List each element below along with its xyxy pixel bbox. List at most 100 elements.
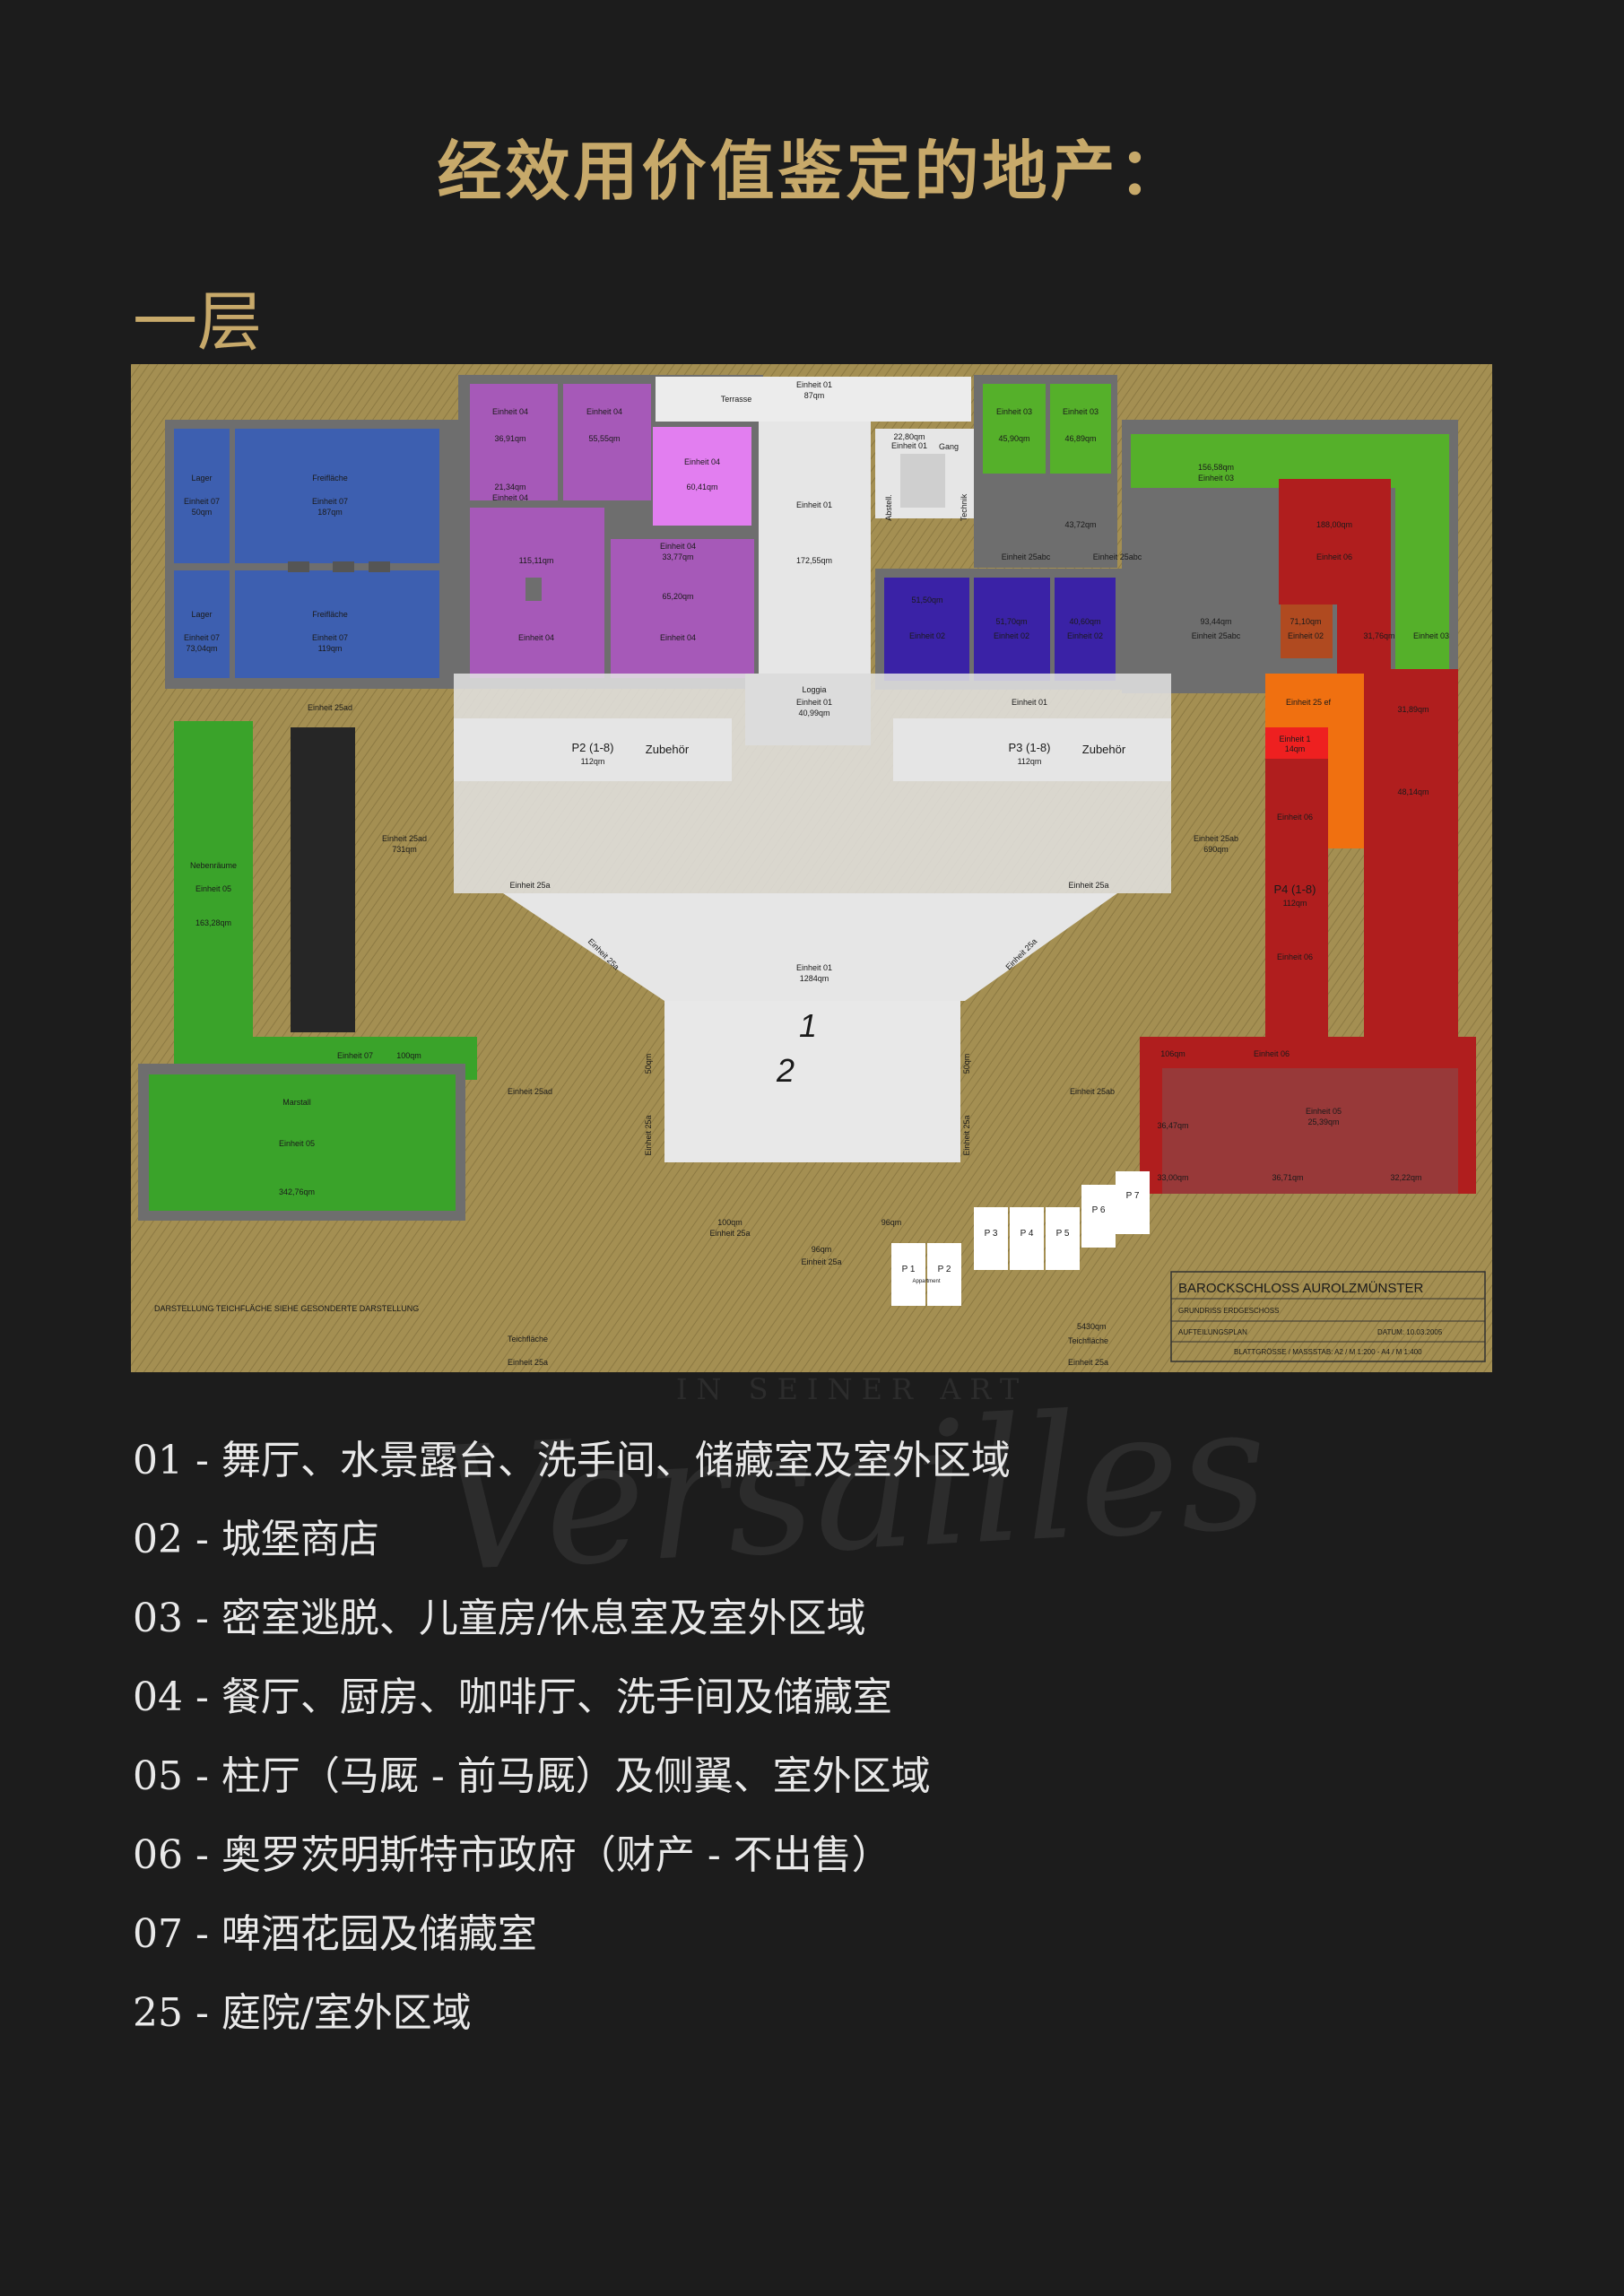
room-einheit02-a — [884, 578, 969, 681]
label-area-36: 36,91qm — [494, 434, 525, 443]
title-block-title: BAROCKSCHLOSS AUROLZMÜNSTER — [1178, 1280, 1424, 1296]
label-area-50a: 50qm — [644, 1054, 653, 1074]
room-einheit03-d — [1395, 488, 1449, 685]
room-einheit04-a — [470, 384, 558, 500]
label-einheit06-b: Einheit 06 — [1277, 813, 1313, 822]
label-area-690: 690qm — [1203, 845, 1229, 854]
label-area-156: 156,58qm — [1198, 463, 1234, 472]
label-nebenraeume: Nebenräume — [190, 861, 237, 870]
label-area-112b: 112qm — [1018, 757, 1042, 766]
label-einheit04-f: Einheit 04 — [660, 633, 696, 642]
legend-item-02: 02 - 城堡商店 — [133, 1517, 379, 1562]
label-einheit1-red: Einheit 1 — [1279, 735, 1310, 744]
label-area-172: 172,55qm — [796, 556, 832, 565]
label-einheit04-b: Einheit 04 — [586, 407, 622, 416]
room-freiflaeche-2 — [235, 570, 439, 678]
label-area-31-89: 31,89qm — [1397, 705, 1429, 714]
label-einheit04-pink: Einheit 04 — [684, 457, 720, 466]
label-einheit01-right: Einheit 01 — [1012, 698, 1047, 707]
parking-p6 — [1081, 1185, 1116, 1248]
watermark-subtitle: IN SEINER ART — [675, 1372, 1029, 1406]
label-teichflaeche-1: Teichfläche — [508, 1335, 548, 1344]
label-einheit07-e: Einheit 07 — [337, 1051, 373, 1060]
label-area-33: 33,77qm — [662, 552, 693, 561]
label-einheit25a-b: Einheit 25a — [1068, 881, 1108, 890]
pillar — [369, 561, 390, 572]
wc-stalls — [900, 454, 945, 508]
room-terrasse — [656, 377, 971, 422]
label-area-100: 100qm — [396, 1051, 421, 1060]
label-einheit25a-c: Einheit 25a — [709, 1229, 750, 1238]
room-freiflaeche-1 — [235, 429, 439, 563]
label-einheit01-gang: Einheit 01 — [891, 441, 927, 450]
legend-item-06: 06 - 奥罗茨明斯特市政府（财产 - 不出售） — [133, 1832, 891, 1878]
pillar — [333, 561, 354, 572]
label-einheit07-d: Einheit 07 — [312, 633, 348, 642]
label-p2-small: P 2 — [938, 1265, 951, 1274]
label-einheit06-a: Einheit 06 — [1316, 552, 1352, 561]
label-area-51: 51,50qm — [911, 596, 942, 604]
label-zubehoer-1: Zubehör — [646, 743, 690, 756]
label-lager-2: Lager — [191, 610, 212, 619]
room-einheit06-right — [1364, 669, 1458, 1055]
label-einheit04-a: Einheit 04 — [492, 407, 528, 416]
room-einheit03-b — [1050, 384, 1111, 474]
room-einheit04-pink — [653, 427, 751, 526]
label-teichflaeche-2: Teichfläche — [1068, 1336, 1108, 1345]
label-marstall: Marstall — [282, 1098, 311, 1107]
label-loggia: Loggia — [802, 685, 826, 694]
label-area-73: 73,04qm — [186, 644, 217, 653]
label-einheit05-c: Einheit 05 — [1306, 1107, 1342, 1116]
label-einheit01-top: Einheit 01 — [796, 380, 832, 389]
parking-p7 — [1116, 1171, 1150, 1234]
label-area-112c: 112qm — [1283, 899, 1307, 908]
label-area-31: 31,76qm — [1363, 631, 1394, 640]
label-area-188: 188,00qm — [1316, 520, 1352, 529]
title-block-datum: DATUM: 10.03.2005 — [1377, 1328, 1443, 1336]
room-einheit06-column — [1265, 759, 1328, 1055]
label-area-14: 14qm — [1285, 744, 1306, 753]
legend-item-04: 04 - 餐厅、厨房、咖啡厅、洗手间及储藏室 — [133, 1674, 892, 1720]
label-area-96b: 96qm — [812, 1245, 832, 1254]
title-block-blatt: BLATTGRÖSSE / MASSSTAB: A2 / M 1:200 - A… — [1234, 1348, 1422, 1356]
legend-item-01: 01 - 舞厅、水景露台、洗手间、储藏室及室外区域 — [133, 1438, 1011, 1483]
label-einheit04-e: Einheit 04 — [518, 633, 554, 642]
unit-legend: 01 - 舞厅、水景露台、洗手间、储藏室及室外区域 02 - 城堡商店 03 -… — [133, 1430, 1011, 2061]
room-einheit02-b — [974, 578, 1050, 681]
label-area-40-99: 40,99qm — [798, 709, 829, 718]
room-loggia — [745, 674, 871, 745]
label-einheit25ad-a: Einheit 25ad — [308, 703, 352, 712]
label-area-33b: 33,00qm — [1157, 1173, 1188, 1182]
parking-p2 — [927, 1243, 961, 1306]
label-terrasse: Terrasse — [721, 395, 752, 404]
label-p7-small: P 7 — [1126, 1191, 1140, 1201]
label-p5-small: P 5 — [1056, 1229, 1070, 1239]
label-area-51b: 51,70qm — [995, 617, 1027, 626]
label-area-119: 119qm — [318, 644, 343, 653]
label-einheit07-c: Einheit 07 — [184, 633, 220, 642]
label-area-46: 46,89qm — [1064, 434, 1096, 443]
label-area-112a: 112qm — [581, 757, 605, 766]
pillar — [525, 578, 542, 601]
label-einheit06-d: Einheit 06 — [1254, 1049, 1290, 1058]
label-area-50b: 50qm — [962, 1054, 971, 1074]
label-area-40: 40,60qm — [1069, 617, 1100, 626]
label-freiflaeche-1: Freifläche — [312, 474, 348, 483]
label-p6-small: P 6 — [1092, 1205, 1106, 1215]
label-area-21: 21,34qm — [494, 483, 525, 491]
label-area-342: 342,76qm — [279, 1187, 315, 1196]
label-einheit06-c: Einheit 06 — [1277, 952, 1313, 961]
label-einheit03-c: Einheit 03 — [1198, 474, 1234, 483]
label-einheit25a-v2: Einheit 25a — [962, 1115, 971, 1155]
label-area-36b: 36,71qm — [1272, 1173, 1303, 1182]
label-einheit25ad-c: Einheit 25ad — [508, 1087, 552, 1096]
parking-p5 — [1046, 1207, 1080, 1270]
label-zubehoer-2: Zubehör — [1082, 743, 1126, 756]
courtyard-lower — [664, 1001, 960, 1162]
legend-item-25: 25 - 庭院/室外区域 — [133, 1990, 472, 2036]
label-einheit03-d: Einheit 03 — [1413, 631, 1449, 640]
label-einheit25abc-c: Einheit 25abc — [1192, 631, 1241, 640]
room-einheit06-top — [1279, 479, 1391, 604]
label-einheit04-d: Einheit 04 — [660, 542, 696, 551]
label-p4-small: P 4 — [1020, 1229, 1034, 1239]
